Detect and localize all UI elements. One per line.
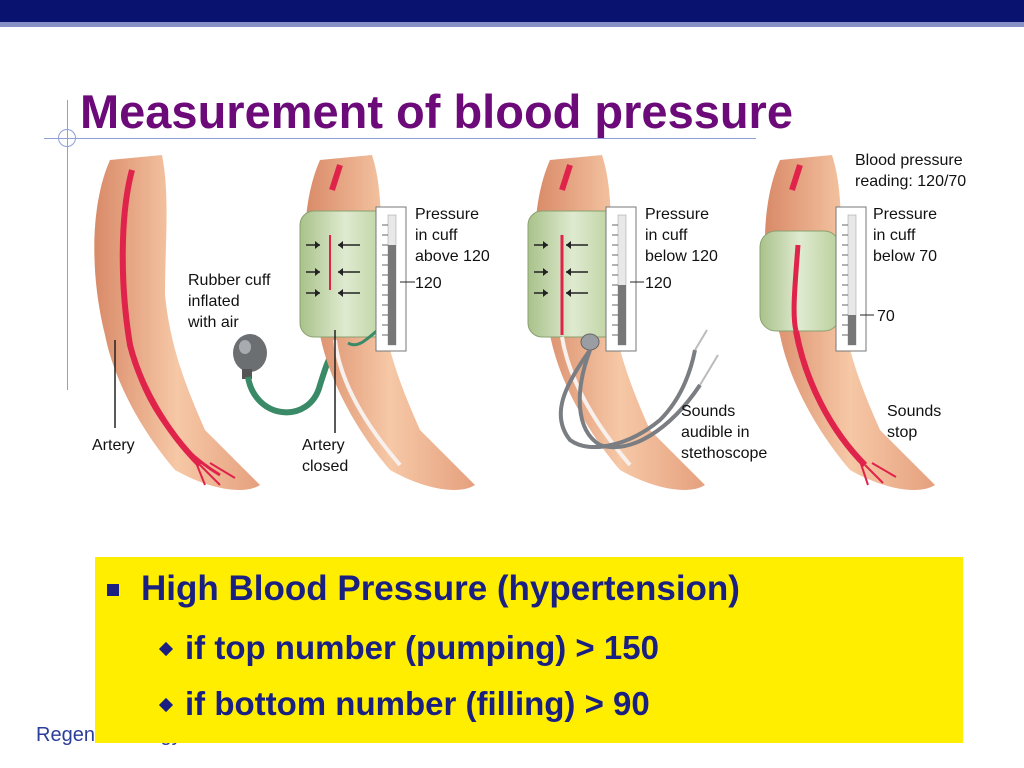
hypertension-callout: High Blood Pressure (hypertension) if to… [95, 557, 963, 743]
rubber-cuff-label: Rubber cuff inflated with air [187, 272, 271, 331]
svg-text:audible in: audible in [681, 424, 750, 441]
diamond-bullet-icon [158, 697, 174, 713]
callout-heading-row: High Blood Pressure (hypertension) [107, 569, 740, 609]
callout-heading: High Blood Pressure (hypertension) [141, 569, 740, 608]
manometer-icon [835, 206, 874, 352]
panel-3-labels: Pressure in cuff below 120 120 Sounds au… [645, 206, 767, 462]
decorative-vertical-line [67, 100, 68, 390]
svg-text:stethoscope: stethoscope [681, 445, 767, 462]
svg-text:above 120: above 120 [415, 248, 490, 265]
panel-2-labels: Pressure in cuff above 120 120 [415, 206, 490, 292]
crosshair-circle-icon [58, 129, 76, 147]
title-underline [44, 138, 756, 139]
svg-text:stop: stop [887, 424, 917, 441]
square-bullet-icon [107, 584, 119, 596]
manometer-icon [605, 206, 644, 352]
svg-text:Pressure: Pressure [873, 206, 937, 223]
svg-text:below 120: below 120 [645, 248, 718, 265]
callout-item-text: if top number (pumping) > 150 [185, 629, 659, 666]
svg-text:in cuff: in cuff [645, 227, 688, 244]
top-banner [0, 0, 1024, 22]
svg-text:Pressure: Pressure [415, 206, 479, 223]
slide-title: Measurement of blood pressure [80, 85, 793, 138]
callout-item-systolic: if top number (pumping) > 150 [158, 629, 659, 667]
panel-3-sounds-audible [527, 155, 705, 490]
svg-text:Sounds: Sounds [681, 403, 735, 420]
svg-text:Rubber cuff: Rubber cuff [188, 272, 271, 289]
svg-text:Pressure: Pressure [645, 206, 709, 223]
bp-reading-label: Blood pressure [855, 152, 963, 169]
pressure-cuff-icon [527, 210, 619, 338]
svg-text:in cuff: in cuff [873, 227, 916, 244]
svg-text:below 70: below 70 [873, 248, 937, 265]
svg-text:120: 120 [645, 275, 672, 292]
panel-1-resting-arm: Artery [92, 155, 261, 490]
callout-item-diastolic: if bottom number (filling) > 90 [158, 685, 650, 723]
svg-text:in cuff: in cuff [415, 227, 458, 244]
panel-4-sounds-stop [759, 155, 935, 490]
svg-text:120: 120 [415, 275, 442, 292]
panel-4-labels: Blood pressure reading: 120/70 Pressure … [855, 152, 966, 441]
top-banner-stripe [0, 22, 1024, 27]
svg-text:Sounds: Sounds [887, 403, 941, 420]
blood-pressure-figure: Artery Rubber cuff inflated with air Art… [92, 152, 966, 490]
svg-text:70: 70 [877, 308, 895, 325]
svg-text:with air: with air [187, 314, 239, 331]
manometer-icon [375, 206, 415, 352]
svg-text:closed: closed [302, 458, 348, 475]
label-artery: Artery [92, 437, 135, 454]
stethoscope-icon [558, 329, 719, 450]
label-artery-closed: Artery [302, 437, 345, 454]
callout-item-text: if bottom number (filling) > 90 [185, 685, 650, 722]
arm-icon [94, 155, 261, 490]
panel-2-cuff-inflated: Artery closed [299, 155, 475, 490]
svg-text:reading: 120/70: reading: 120/70 [855, 173, 966, 190]
diamond-bullet-icon [158, 641, 174, 657]
svg-text:inflated: inflated [188, 293, 240, 310]
